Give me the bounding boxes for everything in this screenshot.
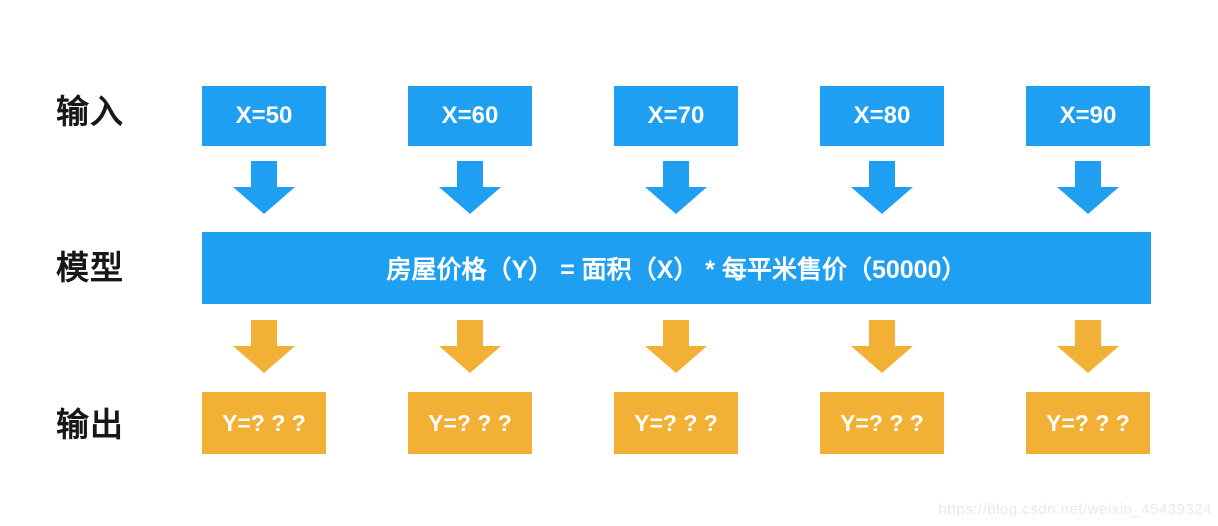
row-label-input: 输入 [56, 93, 124, 130]
down-arrow-icon [1057, 320, 1119, 373]
input-box-x90: X=90 [1026, 86, 1150, 146]
down-arrow-icon [439, 161, 501, 214]
watermark-url: https://blog.csdn.net/weixin_45439324 [938, 501, 1212, 518]
model-formula-bar: 房屋价格（Y） = 面积（X） * 每平米售价（50000） [202, 232, 1151, 304]
output-box-4: Y=? ? ? [820, 392, 944, 454]
down-arrow-icon [645, 161, 707, 214]
down-arrow-icon [439, 320, 501, 373]
down-arrow-icon [233, 161, 295, 214]
input-box-x70: X=70 [614, 86, 738, 146]
output-box-3: Y=? ? ? [614, 392, 738, 454]
down-arrow-icon [645, 320, 707, 373]
down-arrow-icon [851, 320, 913, 373]
down-arrow-icon [851, 161, 913, 214]
down-arrow-icon [233, 320, 295, 373]
output-box-1: Y=? ? ? [202, 392, 326, 454]
input-box-x80: X=80 [820, 86, 944, 146]
input-box-x60: X=60 [408, 86, 532, 146]
output-box-2: Y=? ? ? [408, 392, 532, 454]
input-box-x50: X=50 [202, 86, 326, 146]
row-label-model: 模型 [56, 249, 124, 286]
down-arrow-icon [1057, 161, 1119, 214]
output-box-5: Y=? ? ? [1026, 392, 1150, 454]
row-label-output: 输出 [56, 406, 124, 443]
